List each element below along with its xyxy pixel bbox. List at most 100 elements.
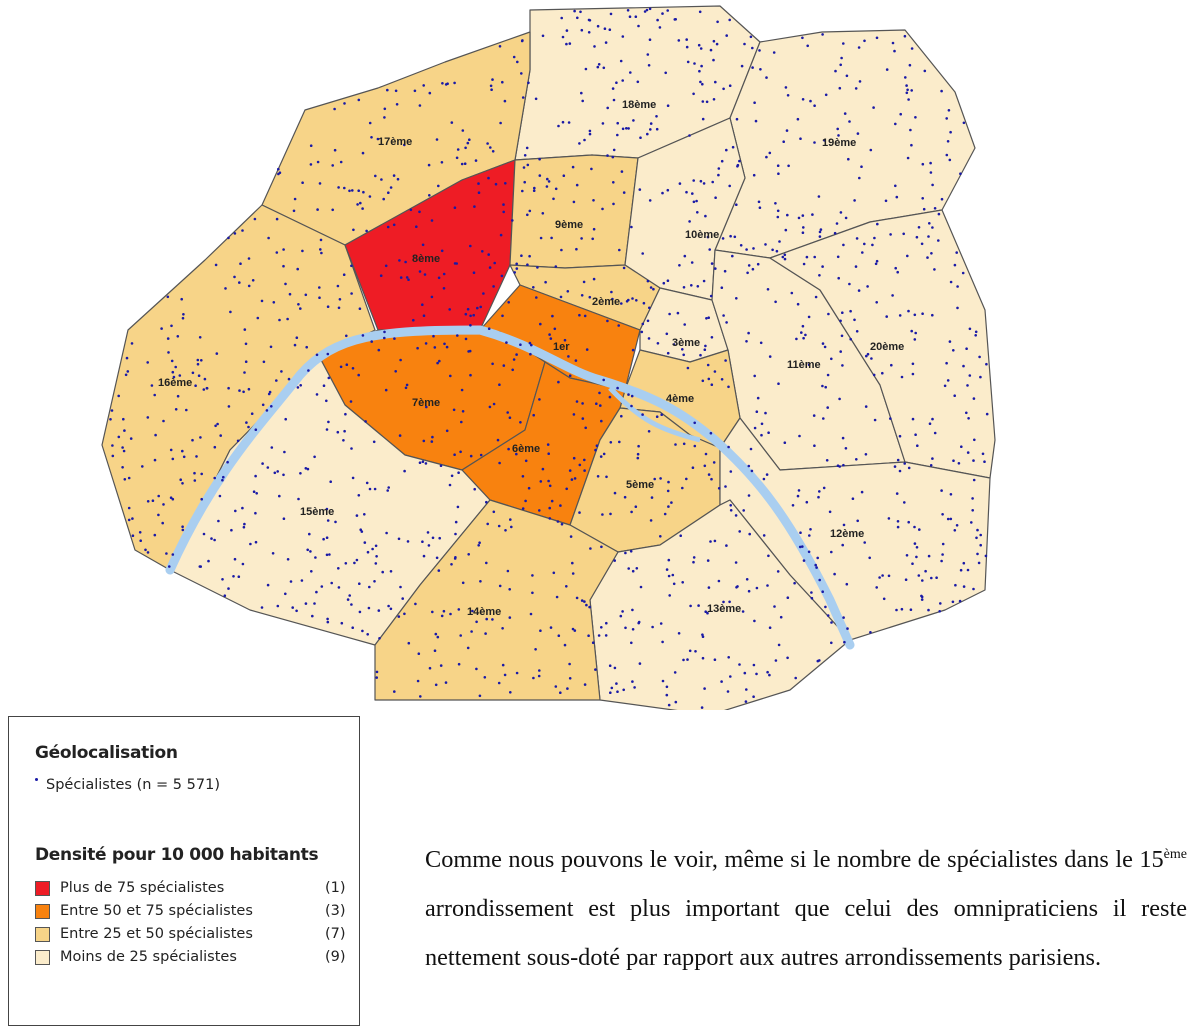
specialist-dot [374,544,378,548]
specialist-dot [167,351,170,354]
specialist-dot [595,444,599,448]
specialist-dot [959,172,962,175]
specialist-dot [889,417,892,420]
specialist-dot [498,584,502,588]
specialist-dot [366,633,370,636]
specialist-dot [985,412,989,416]
specialist-dot [921,162,925,166]
specialist-dot [403,612,406,616]
specialist-dot [601,122,605,125]
specialist-dot [406,540,410,543]
specialist-dot [911,562,914,565]
specialist-dot [502,210,506,214]
specialist-dot [357,373,361,377]
specialist-dot [111,454,115,458]
specialist-dot [557,124,560,128]
specialist-dot [833,231,837,235]
specialist-dot [631,680,634,683]
specialist-dot [392,174,396,177]
specialist-dot [637,444,640,448]
specialist-dot [804,333,807,337]
specialist-dot [903,501,906,504]
specialist-dot [515,267,519,270]
specialist-dot [296,267,300,271]
specialist-dot [421,540,424,543]
specialist-dot [472,271,476,275]
specialist-dot [568,662,571,666]
specialist-dot [830,357,833,361]
specialist-dot [933,431,937,435]
specialist-dot [961,271,965,275]
specialist-dot [767,431,770,435]
specialist-dot [580,599,584,602]
specialist-dot [616,121,619,125]
specialist-dot [815,566,818,569]
specialist-dot [254,511,257,515]
specialist-dot [193,471,196,475]
specialist-dot [699,80,702,84]
specialist-dot [342,439,345,442]
specialist-dot [713,539,717,543]
specialist-dot [720,680,723,683]
specialist-dot [372,440,376,444]
specialist-dot [284,282,287,286]
specialist-dot [974,334,977,337]
specialist-dot [807,315,811,319]
specialist-dot [865,354,868,358]
specialist-dot [842,42,845,45]
specialist-dot [648,306,651,310]
specialist-dot [766,288,770,291]
specialist-dot [166,295,170,299]
specialist-dot [373,487,377,491]
specialist-dot [664,71,667,75]
specialist-dot [617,324,620,327]
specialist-dot [647,64,651,67]
specialist-dot [200,359,203,362]
specialist-dot [612,202,615,206]
specialist-dot [896,525,900,529]
specialist-dot [830,641,833,645]
specialist-dot [655,115,658,118]
specialist-dot [524,459,528,463]
specialist-dot [501,314,504,318]
specialist-dot [365,481,369,485]
specialist-dot [169,448,173,452]
specialist-dot [629,550,633,553]
specialist-dot [282,473,285,477]
specialist-dot [887,517,891,520]
specialist-dot [109,418,112,421]
specialist-dot [962,364,965,368]
specialist-dot [827,312,830,316]
specialist-dot [817,195,821,198]
specialist-dot [729,504,732,507]
specialist-dot [900,375,904,379]
specialist-dot [887,574,891,578]
specialist-dot [273,471,277,475]
specialist-dot [648,199,652,202]
specialist-dot [707,377,711,381]
specialist-dot [734,561,738,564]
specialist-dot [459,450,462,454]
specialist-dot [783,257,787,261]
specialist-dot [843,640,846,644]
specialist-dot [504,529,507,532]
specialist-dot [776,215,780,219]
specialist-dot [587,634,590,637]
specialist-dot [834,69,837,73]
specialist-dot [624,551,627,555]
specialist-dot [874,262,878,266]
seine-river [165,325,855,650]
specialist-dot [548,333,551,336]
specialist-dot [455,156,459,160]
specialist-dot [754,119,758,123]
specialist-dot [818,235,822,238]
specialist-dot [511,368,514,372]
specialist-dot [710,262,714,265]
specialist-dot [380,178,383,181]
specialist-dot [821,590,824,593]
specialist-dot [507,447,510,451]
arrondissement-label: 14ème [467,606,501,618]
specialist-dot [305,345,309,349]
specialist-dot [898,469,902,473]
